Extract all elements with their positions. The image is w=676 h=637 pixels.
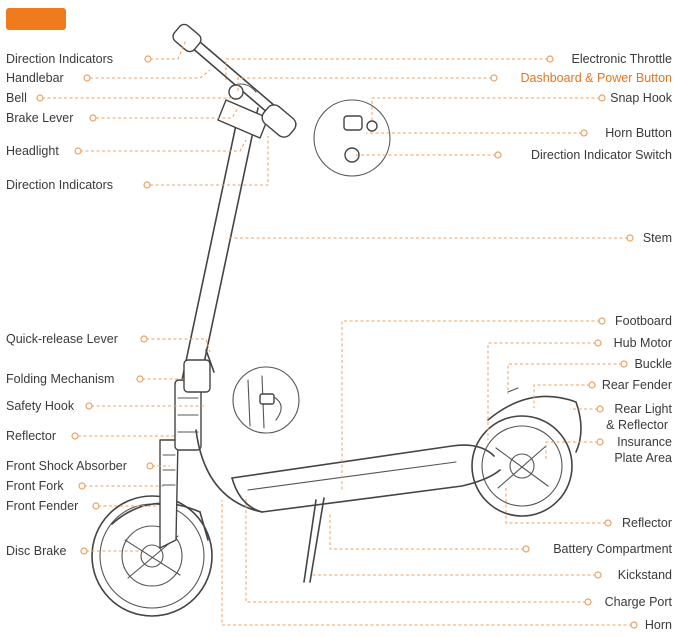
front-wheel: [92, 496, 212, 616]
label-folding-mechanism: Folding Mechanism: [6, 372, 114, 386]
label-headlight: Headlight: [6, 144, 59, 158]
label-bell: Bell: [6, 91, 27, 105]
label-footboard: Footboard: [615, 314, 672, 328]
dashboard-zoom-callout: [314, 100, 390, 176]
scooter-illustration: [92, 22, 581, 616]
labels-left: Direction Indicators Handlebar Bell Brak…: [6, 52, 127, 558]
label-dashboard-power-button: Dashboard & Power Button: [521, 71, 673, 85]
brand-badge: [6, 8, 66, 30]
stem-shape: [182, 100, 268, 382]
label-electronic-throttle: Electronic Throttle: [571, 52, 672, 66]
folding-mechanism-shape: [184, 350, 214, 392]
label-disc-brake: Disc Brake: [6, 544, 66, 558]
label-front-fork: Front Fork: [6, 479, 64, 493]
label-reflector-right: Reflector: [622, 516, 672, 530]
label-direction-indicators-mid: Direction Indicators: [6, 178, 113, 192]
front-fork: [160, 380, 201, 548]
label-buckle: Buckle: [634, 357, 672, 371]
label-brake-lever: Brake Lever: [6, 111, 73, 125]
label-horn: Horn: [645, 618, 672, 632]
folding-zoom-callout: [233, 367, 299, 433]
deck-shape: [196, 430, 500, 512]
label-kickstand: Kickstand: [618, 568, 672, 582]
label-insurance-line2: Plate Area: [614, 451, 672, 465]
label-reflector-left: Reflector: [6, 429, 56, 443]
label-hub-motor: Hub Motor: [614, 336, 672, 350]
label-direction-indicators-top: Direction Indicators: [6, 52, 113, 66]
kickstand-shape: [304, 500, 316, 582]
label-safety-hook: Safety Hook: [6, 399, 75, 413]
label-stem: Stem: [643, 231, 672, 245]
label-front-fender: Front Fender: [6, 499, 78, 513]
label-charge-port: Charge Port: [605, 595, 673, 609]
label-insurance-line1: Insurance: [617, 435, 672, 449]
label-rear-light-line2: & Reflector: [606, 418, 668, 432]
rear-wheel: [472, 416, 572, 516]
label-quick-release-lever: Quick-release Lever: [6, 332, 118, 346]
label-direction-indicator-switch: Direction Indicator Switch: [531, 148, 672, 162]
label-rear-fender: Rear Fender: [602, 378, 672, 392]
label-front-shock-absorber: Front Shock Absorber: [6, 459, 127, 473]
label-battery-compartment: Battery Compartment: [553, 542, 672, 556]
label-horn-button: Horn Button: [605, 126, 672, 140]
label-handlebar: Handlebar: [6, 71, 64, 85]
label-rear-light-line1: Rear Light: [614, 402, 672, 416]
label-snap-hook: Snap Hook: [610, 91, 673, 105]
